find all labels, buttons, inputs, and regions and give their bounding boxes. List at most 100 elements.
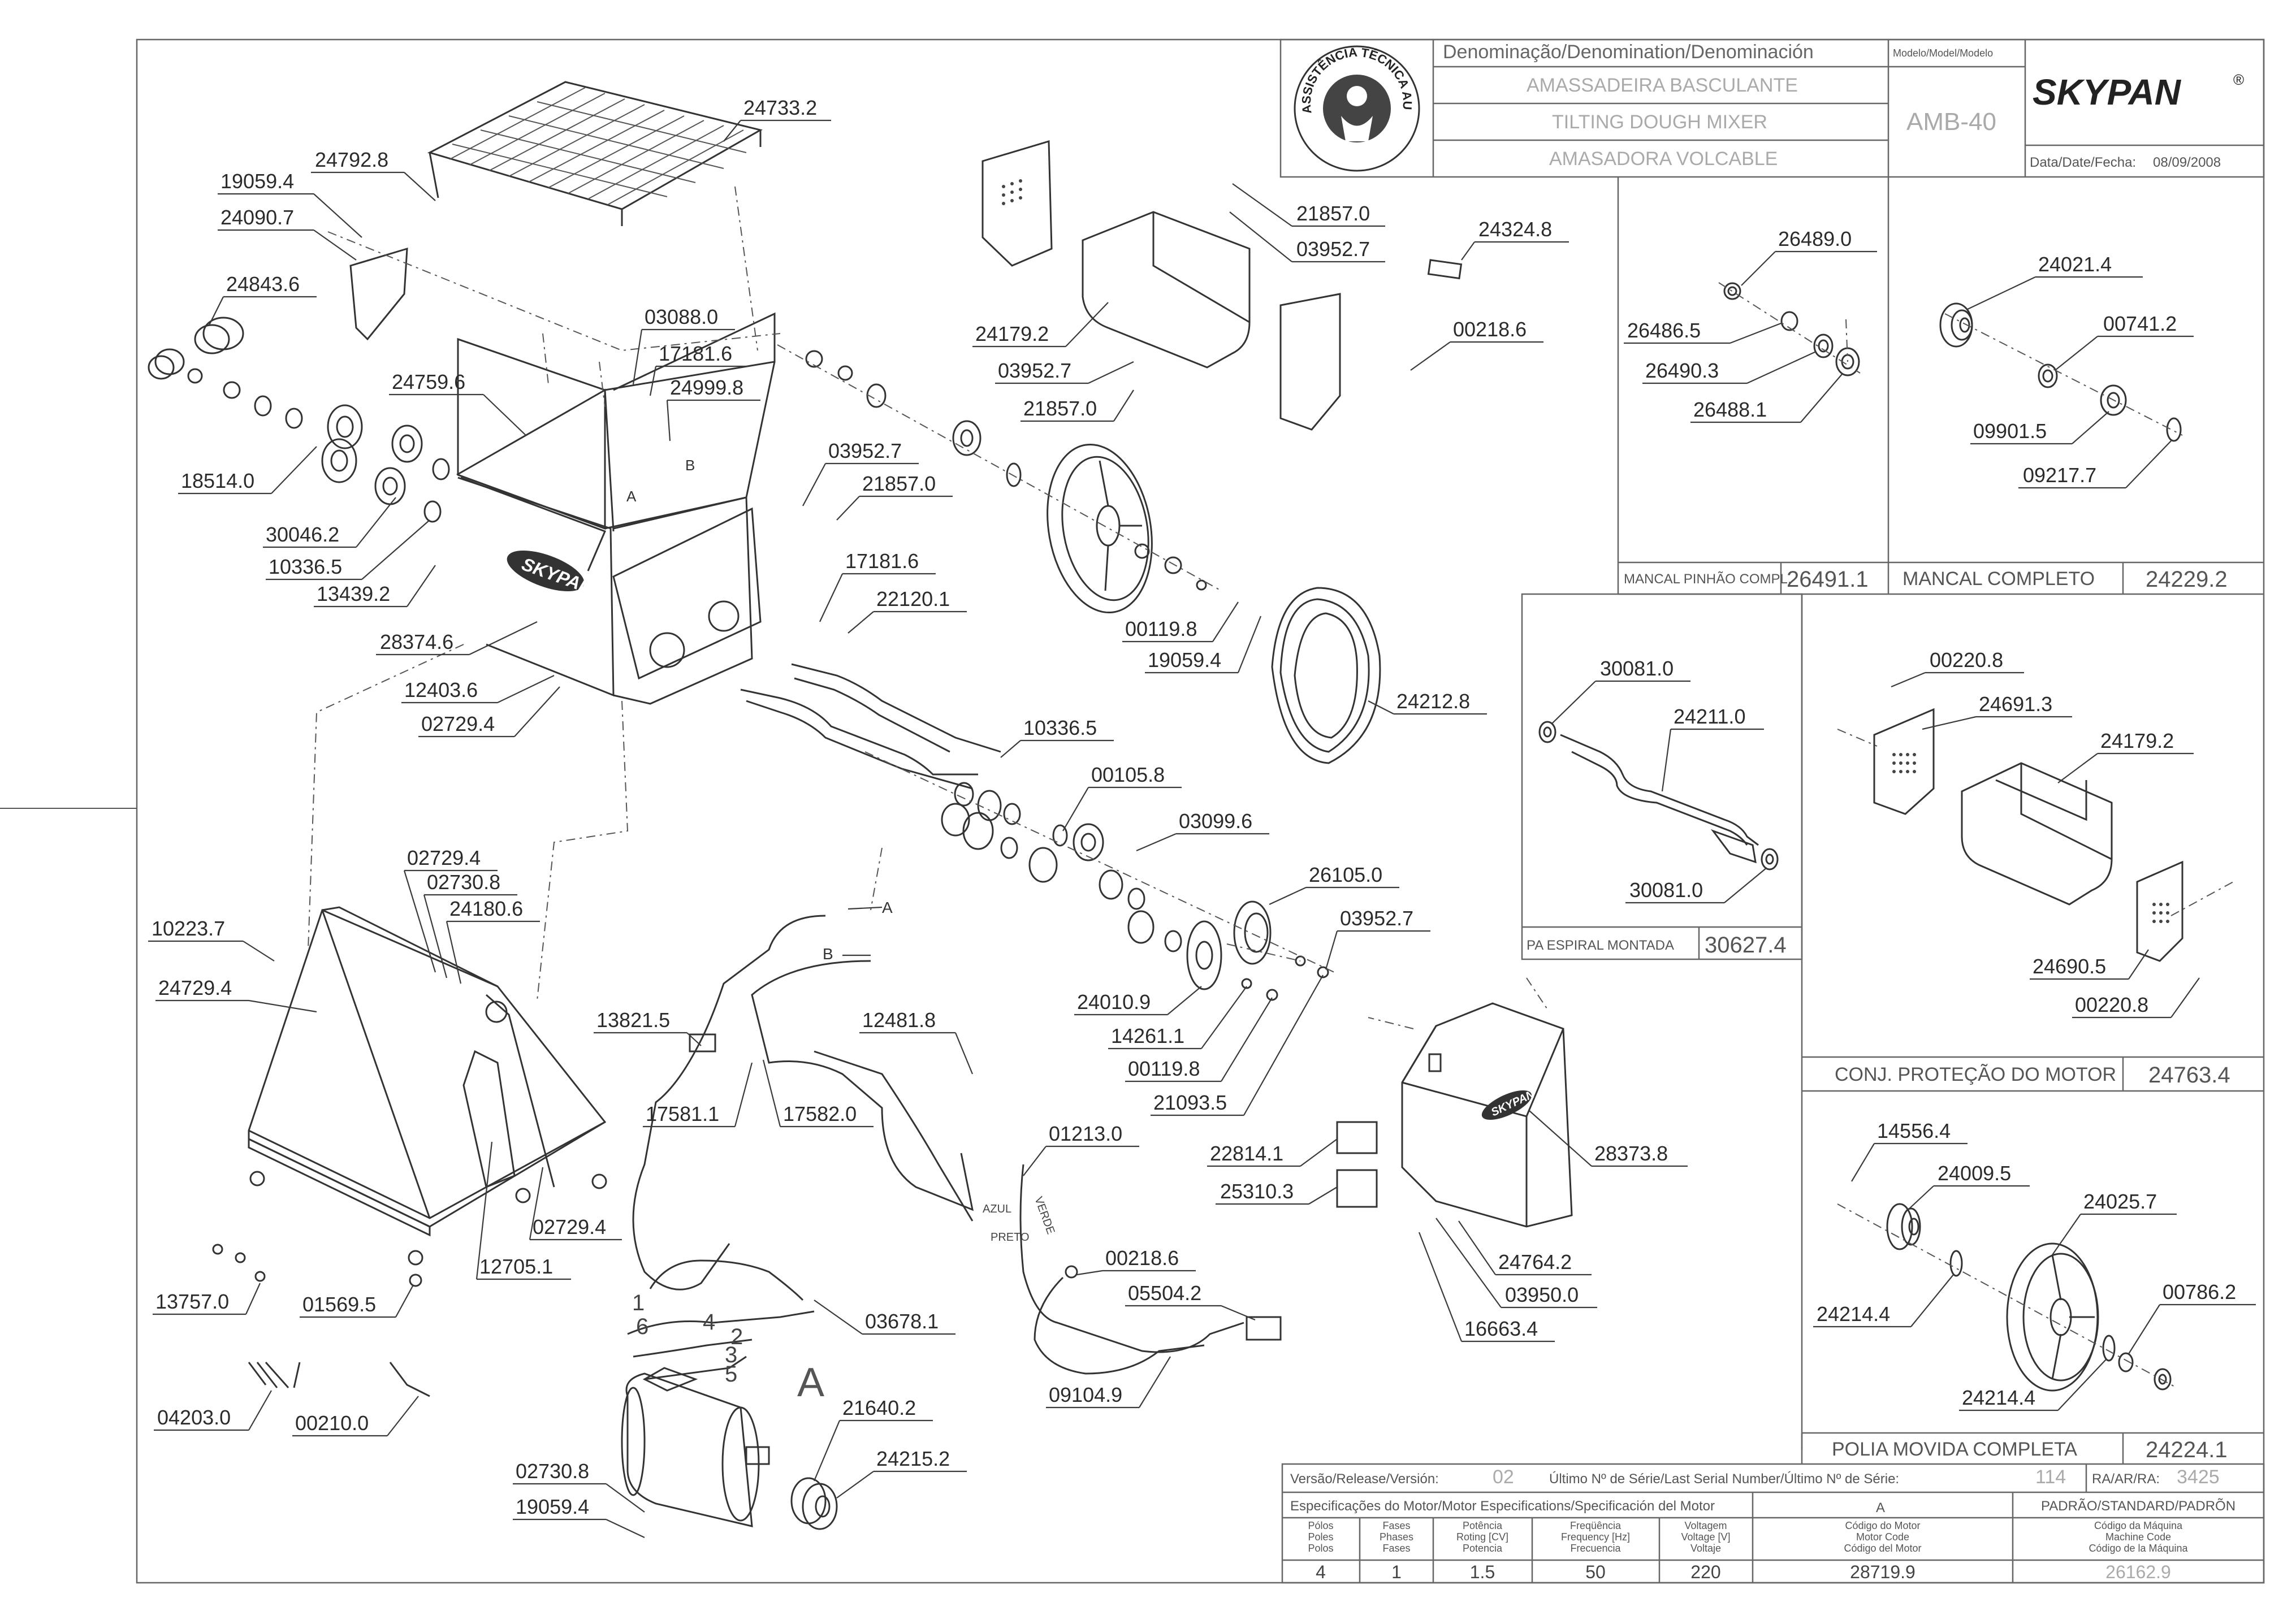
wire-label-b: B [823,945,833,963]
wire-verde: VERDE [1032,1195,1057,1236]
mixing-bowl: SKYPAN [456,312,776,705]
motor-code-header-es: Código del Motor [1844,1543,1921,1554]
callout-24090-7: 24090.7 [220,206,294,229]
top-guard-parts [981,140,1463,431]
bowl-grid-guard [427,81,763,226]
callout-03950-0: 03950.0 [1505,1283,1579,1306]
poles-header-pt: Pólos [1308,1520,1333,1531]
machine-code-header-pt: Código da Máquina [2094,1520,2183,1531]
brand-name: SKYPAN [2033,72,2182,112]
motor-cover: SKYPAN [1336,1002,1573,1228]
callout-04203-0: 04203.0 [157,1406,231,1429]
callout-00210-0: 00210.0 [295,1411,369,1435]
assembly-axes [308,186,1550,1029]
motor-guard-code: 24763.4 [2148,1063,2230,1088]
poles-header-es: Polos [1308,1543,1333,1554]
callout-30046-2: 30046.2 [266,523,339,546]
wire-label-a: A [882,899,893,916]
callout-26490-3: 26490.3 [1645,359,1719,382]
callout-02729-4-upper: 02729.4 [421,712,495,735]
callout-24211-0: 24211.0 [1674,705,1745,728]
callout-12403-6: 12403.6 [404,678,478,701]
callout-02730-8-motor: 02730.8 [516,1460,589,1483]
callout-24010-9: 24010.9 [1077,990,1151,1014]
frequency-value: 50 [1585,1562,1606,1582]
bowl-label-a: A [626,488,637,505]
poles-value: 4 [1316,1562,1326,1582]
callout-12705-1: 12705.1 [479,1255,553,1278]
callout-13821-5: 13821.5 [596,1008,670,1032]
ra-label: RA/AR/RA: [2092,1471,2160,1487]
spiral-shafts [740,663,1001,790]
power-header-en: Roting [CV] [1456,1531,1508,1543]
assembly-boxes-frame [1521,177,2264,1464]
callout-24792-8: 24792.8 [315,148,388,171]
callout-22814-1: 22814.1 [1210,1142,1283,1165]
callout-24214-4-right: 24214.4 [1962,1386,2035,1409]
motor-variant-letter: A [797,1360,824,1405]
machine-code-header-es: Código de la Máquina [2089,1543,2188,1554]
callout-12481-8: 12481.8 [862,1008,936,1032]
main-callouts: 24733.2 24792.8 19059.4 24090.7 24843.6 … [148,96,1688,1538]
motor-guard-assembly: 00220.8 24691.3 24179.2 24690.5 00220.8 … [1835,648,2234,1088]
callout-03088-0: 03088.0 [645,305,718,328]
wire-labels: A B A B AZUL PRETO VERDE A 1 6 4 2 3 5 [626,457,1057,1405]
motor-variant: A [1876,1500,1885,1515]
callout-28373-8: 28373.8 [1594,1142,1668,1165]
callout-24733-2: 24733.2 [743,96,817,119]
power-header-es: Potencia [1463,1543,1503,1554]
callout-00741-2: 00741.2 [2103,312,2177,335]
motor-wire-5: 5 [725,1362,737,1387]
callout-21640-2: 21640.2 [842,1396,916,1419]
callout-21857-0-mid: 21857.0 [862,472,936,495]
callout-00786-2: 00786.2 [2163,1280,2236,1303]
product-name-en: TILTING DOUGH MIXER [1552,111,1767,133]
callout-00105-8: 00105.8 [1091,763,1165,786]
motor-wire-3: 3 [725,1342,737,1367]
callout-17181-6-lower: 17181.6 [845,549,919,573]
voltage-header-es: Voltaje [1690,1543,1721,1554]
motor-wire-1: 1 [632,1290,645,1315]
power-header-pt: Potência [1463,1520,1503,1531]
callout-21857-0-right: 21857.0 [1296,202,1370,225]
pinion-assembly-label: MANCAL PINHÃO COMPL. [1624,571,1792,587]
callout-24215-2: 24215.2 [876,1447,950,1470]
drawing-border [136,38,2265,1584]
callout-03952-7-gear: 03952.7 [1340,907,1413,930]
voltage-header-en: Voltage [V] [1681,1531,1730,1543]
motor-code-value: 28719.9 [1850,1562,1916,1582]
standard-label: PADRÃO/STANDARD/PADRÕN [2041,1498,2236,1514]
voltage-header-pt: Voltagem [1684,1520,1727,1531]
pulley-assembly-label: POLIA MOVIDA COMPLETA [1832,1439,2077,1460]
callout-24180-6: 24180.6 [449,897,523,920]
callout-16663-4: 16663.4 [1464,1317,1538,1340]
callout-24759-6: 24759.6 [392,370,465,393]
motor-wire-6: 6 [636,1314,648,1339]
callout-24843-6: 24843.6 [226,272,300,296]
motor-spec-label: Especificações do Motor/Motor Especifica… [1290,1499,1715,1514]
callout-24324-8: 24324.8 [1478,218,1552,241]
callout-02729-4-lower: 02729.4 [533,1215,606,1238]
callout-02729-4-base: 02729.4 [407,846,481,869]
skypan-logo: SKYPAN ® [2033,71,2244,112]
freq-header-pt: Freqüência [1570,1520,1622,1531]
poles-header-en: Poles [1308,1531,1333,1543]
date-value: 08/09/2008 [2153,155,2221,170]
motor-code-header-pt: Código do Motor [1845,1520,1920,1531]
spiral-assembly: 30081.0 24211.0 30081.0 PA ESPIRAL MONTA… [1527,657,1787,958]
callout-13439-2: 13439.2 [317,582,390,605]
callout-28374-6: 28374.6 [380,630,453,653]
motor-code-header-en: Motor Code [1856,1531,1909,1543]
callout-03952-7-mid: 03952.7 [828,439,902,462]
stamp-text: ASSISTÊNCIA TÉCNICA AUTORIZADA [0,0,1415,115]
callout-30081-0-top: 30081.0 [1600,657,1674,680]
callout-24691-3: 24691.3 [1979,692,2052,716]
callout-10336-5-left: 10336.5 [269,555,342,578]
ra-value: 3425 [2177,1466,2220,1488]
left-bearings [148,247,450,523]
callout-24212-8: 24212.8 [1396,690,1470,713]
product-name-es: AMASADORA VOLCABLE [1549,148,1778,170]
callout-17181-6-upper: 17181.6 [659,342,732,365]
callout-18514-0: 18514.0 [181,469,254,492]
callout-09104-9: 09104.9 [1049,1383,1122,1406]
